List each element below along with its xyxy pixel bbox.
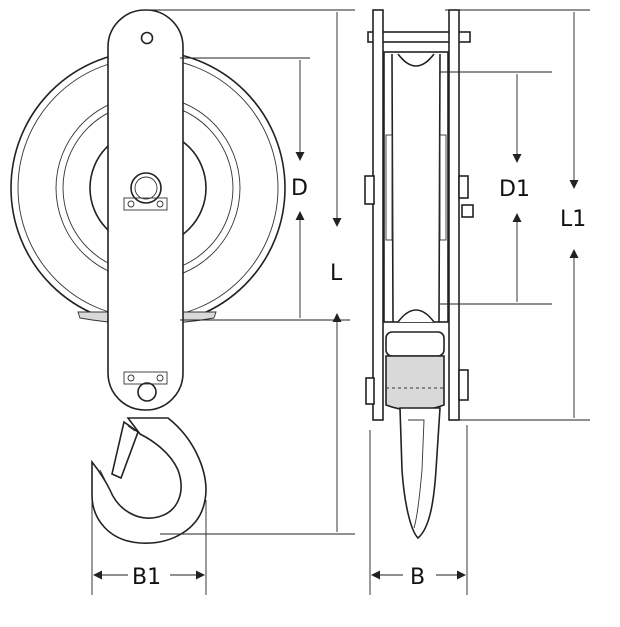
sheave-profile xyxy=(383,51,449,323)
dimension-lines xyxy=(91,9,590,595)
side-plate-left xyxy=(372,9,384,421)
bolt-end-right xyxy=(458,369,469,401)
hook-bolt xyxy=(123,371,168,402)
front-view xyxy=(10,9,286,544)
side-view xyxy=(364,9,474,540)
hook-side-profile xyxy=(399,407,441,540)
label-B: B xyxy=(410,565,425,590)
label-D1: D1 xyxy=(499,177,530,202)
label-B1: B1 xyxy=(132,565,161,590)
hook xyxy=(91,417,207,544)
bolt-end-left xyxy=(365,377,375,405)
top-hole xyxy=(140,31,154,45)
axle-end-left xyxy=(364,175,375,205)
label-L: L xyxy=(330,261,343,286)
label-L1: L1 xyxy=(560,207,586,232)
axle-nut xyxy=(123,172,168,211)
swivel-block xyxy=(385,331,445,412)
axle-end-right xyxy=(458,175,469,199)
side-plate-right xyxy=(448,9,460,421)
axle-nut-side xyxy=(461,204,474,218)
label-D: D xyxy=(291,176,308,201)
top-cross-bolt xyxy=(367,31,471,43)
hook-latch xyxy=(111,420,139,480)
